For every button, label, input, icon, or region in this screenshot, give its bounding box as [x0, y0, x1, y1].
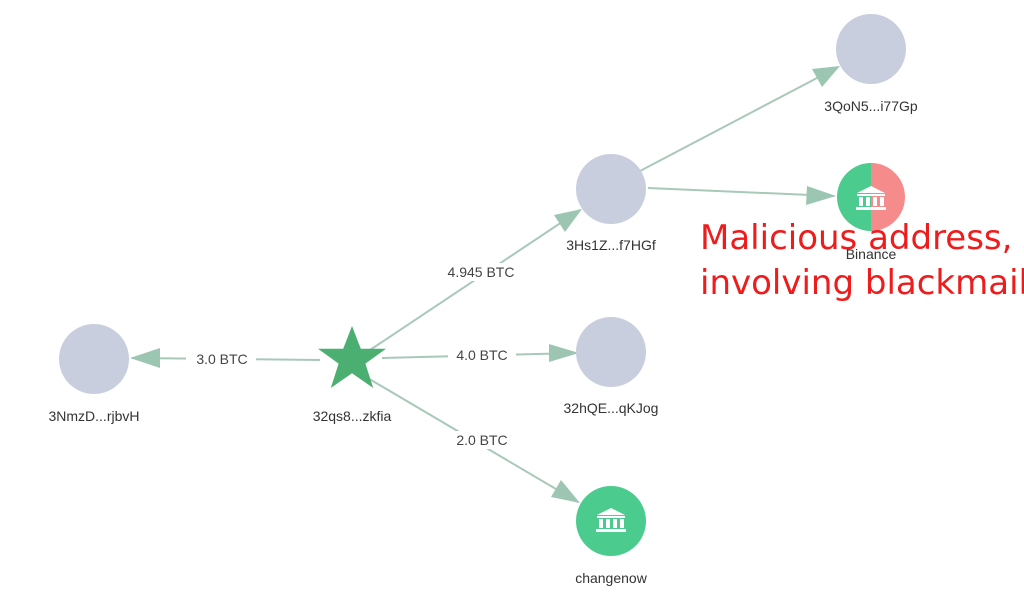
address-node-circle[interactable]	[836, 14, 906, 84]
edges	[131, 66, 839, 503]
edge-center-to-mid-top[interactable]	[351, 209, 581, 363]
annotation-line-2: involving blackmail	[700, 263, 1024, 303]
node-label-left: 3NmzD...rjbvH	[48, 408, 139, 424]
node-changenow[interactable]: changenow	[575, 486, 648, 586]
address-node-circle[interactable]	[576, 154, 646, 224]
node-mid-right[interactable]: 32hQE...qKJog	[564, 317, 659, 416]
changenow-node-circle[interactable]	[576, 486, 646, 556]
arrowhead-mid-right-icon	[549, 344, 579, 362]
node-center[interactable]: 32qs8...zkfia	[313, 326, 392, 424]
annotation-line-1: Malicious address,	[700, 218, 1012, 258]
malicious-annotation: Malicious address, involving blackmail	[700, 218, 1024, 303]
bank-icon	[856, 186, 886, 210]
node-label-mid-top: 3Hs1Z...f7HGf	[566, 237, 656, 253]
edge-label-center-to-changenow: 2.0 BTC	[456, 432, 507, 448]
arrowhead-binance-icon	[806, 186, 836, 205]
arrowhead-mid-top-icon	[554, 209, 582, 232]
node-label-center: 32qs8...zkfia	[313, 408, 392, 424]
node-left[interactable]: 3NmzD...rjbvH	[48, 324, 140, 424]
node-label-changenow: changenow	[575, 570, 648, 586]
arrowhead-left-icon	[130, 348, 160, 368]
edge-labels: 3.0 BTC 4.945 BTC 4.0 BTC 2.0 BTC	[186, 263, 526, 449]
node-top-right[interactable]: 3QoN5...i77Gp	[824, 14, 918, 114]
node-mid-top[interactable]: 3Hs1Z...f7HGf	[566, 154, 656, 253]
edge-mid-top-to-binance[interactable]	[647, 187, 835, 197]
node-label-binance: Binance	[846, 246, 897, 262]
edge-label-center-to-mid-right: 4.0 BTC	[456, 347, 507, 363]
edge-mid-top-to-top-right[interactable]	[639, 66, 839, 172]
address-node-circle[interactable]	[59, 324, 129, 394]
bank-icon	[596, 508, 626, 532]
arrowheads	[130, 66, 840, 503]
node-label-mid-right: 32hQE...qKJog	[564, 400, 659, 416]
star-icon[interactable]	[318, 326, 386, 388]
arrowhead-top-right-icon	[812, 66, 840, 87]
address-node-circle[interactable]	[576, 317, 646, 387]
node-label-top-right: 3QoN5...i77Gp	[824, 98, 918, 114]
edge-label-center-to-mid-top: 4.945 BTC	[448, 264, 515, 280]
arrowhead-changenow-icon	[551, 480, 580, 503]
edge-label-center-to-left: 3.0 BTC	[196, 351, 247, 367]
